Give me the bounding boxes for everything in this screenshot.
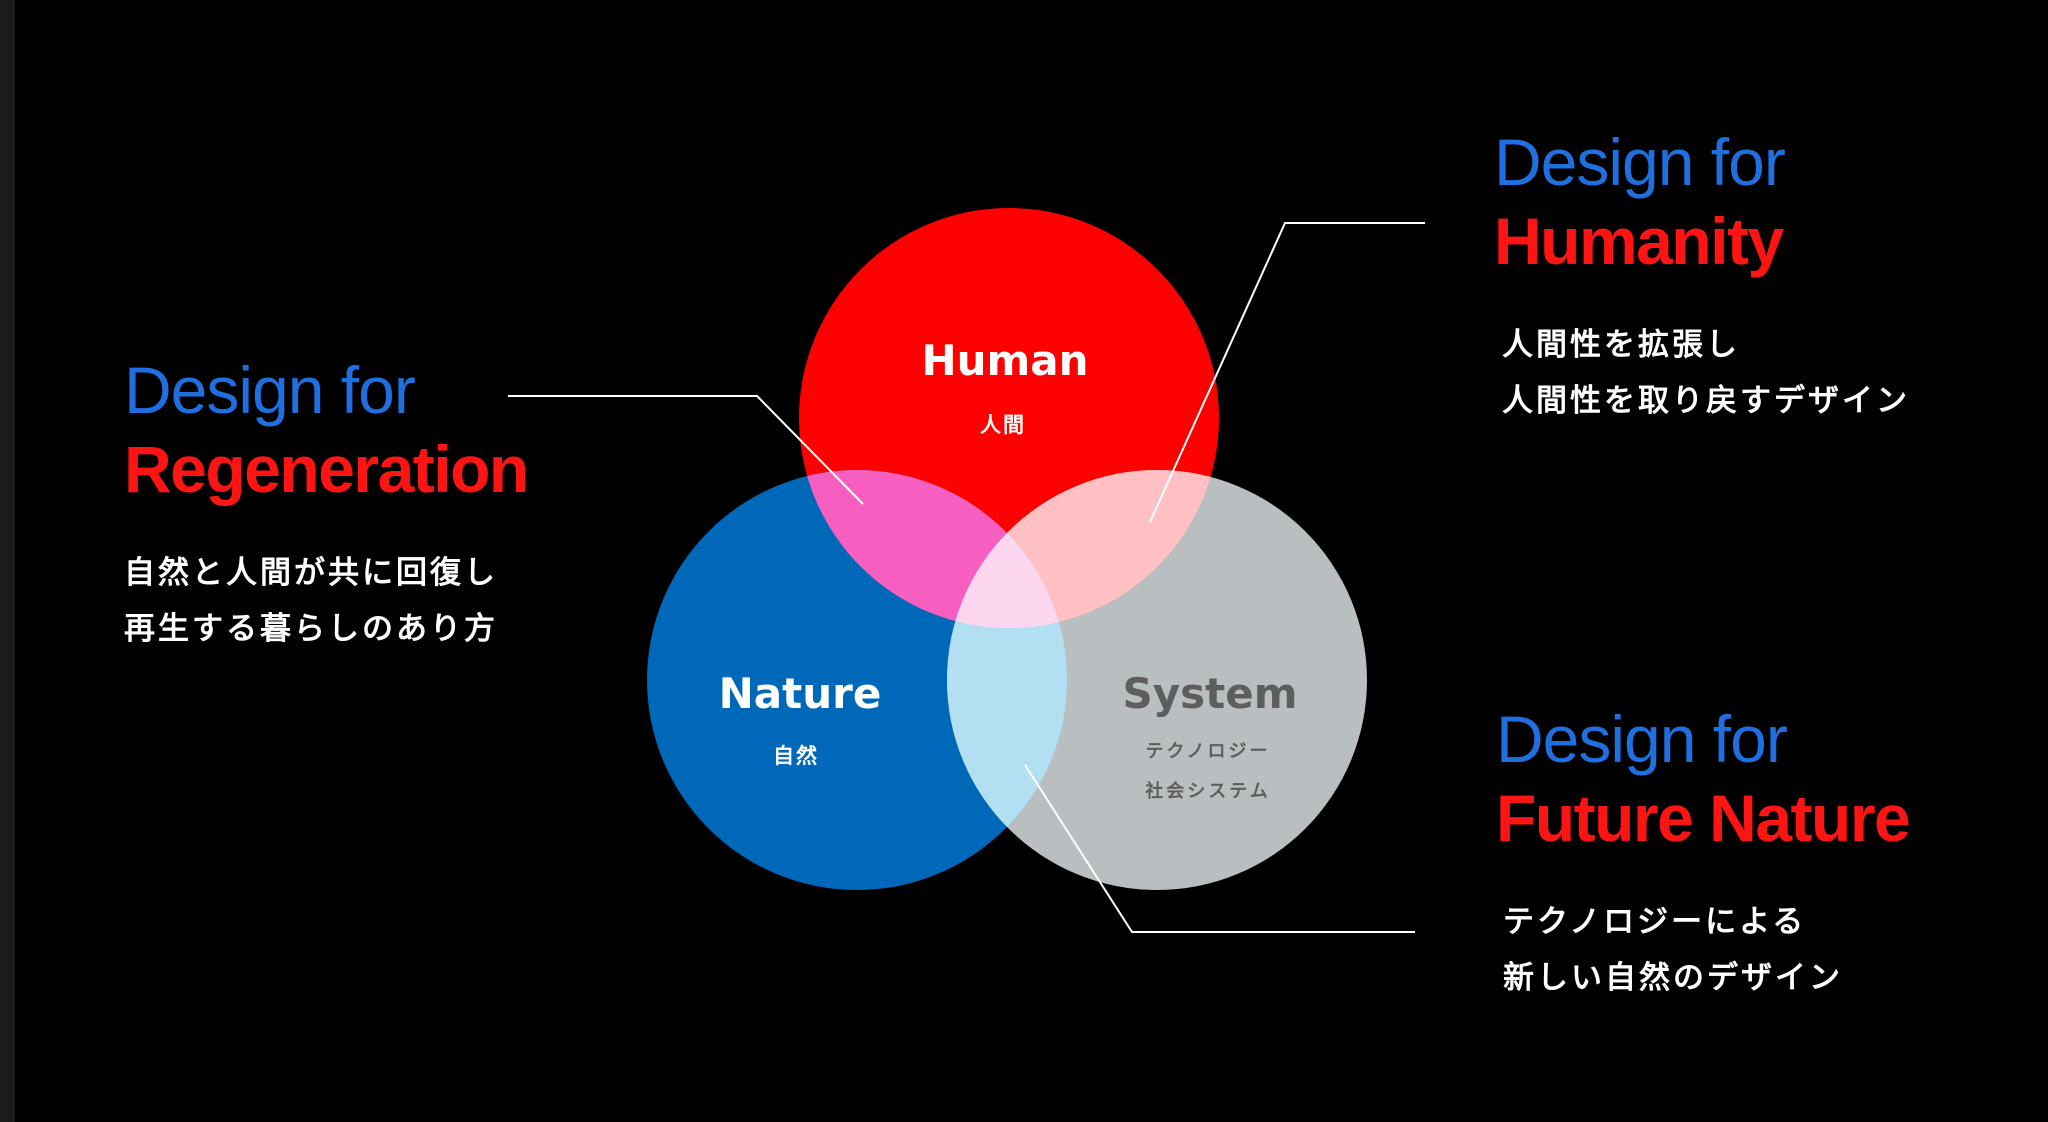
future-nature-block: Design for Future Nature テクノロジーによる 新しい自然… [1496, 700, 1911, 1006]
humanity-desc-line2: 人間性を取り戻すデザイン [1502, 383, 1910, 419]
human-subtitle: 人間 [980, 413, 1026, 437]
human-nature-overlap [799, 470, 1067, 628]
future-nature-leader-line [1024, 764, 1415, 933]
humanity-block: Design for Humanity 人間性を拡張し 人間性を取り戻すデザイン [1494, 123, 1910, 429]
system-title: System [1123, 669, 1298, 718]
human-title: Human [921, 336, 1088, 385]
regeneration-prefix: Design for [124, 353, 416, 427]
future-nature-desc-line1: テクノロジーによる [1503, 904, 1807, 940]
humanity-title: Humanity [1494, 204, 1784, 278]
future-nature-prefix: Design for [1496, 702, 1788, 776]
regeneration-desc-line2: 再生する暮らしのあり方 [124, 611, 498, 647]
humanity-desc-line1: 人間性を拡張し [1502, 327, 1740, 363]
humanity-leader-line [1149, 222, 1425, 523]
nature-subtitle: 自然 [773, 744, 819, 768]
future-nature-desc-line2: 新しい自然のデザイン [1503, 960, 1843, 996]
human-system-overlap [947, 470, 1219, 628]
system-subtitle-line2: 社会システム [1145, 780, 1270, 802]
regeneration-desc-line1: 自然と人間が共に回復し [124, 555, 498, 591]
regeneration-leader-line [508, 395, 864, 505]
humanity-prefix: Design for [1494, 125, 1786, 199]
nature-title: Nature [719, 669, 882, 718]
regeneration-block: Design for Regeneration 自然と人間が共に回復し 再生する… [124, 351, 529, 657]
future-nature-title: Future Nature [1496, 781, 1911, 855]
regeneration-title: Regeneration [124, 432, 529, 506]
system-subtitle-line1: テクノロジー [1146, 741, 1271, 762]
